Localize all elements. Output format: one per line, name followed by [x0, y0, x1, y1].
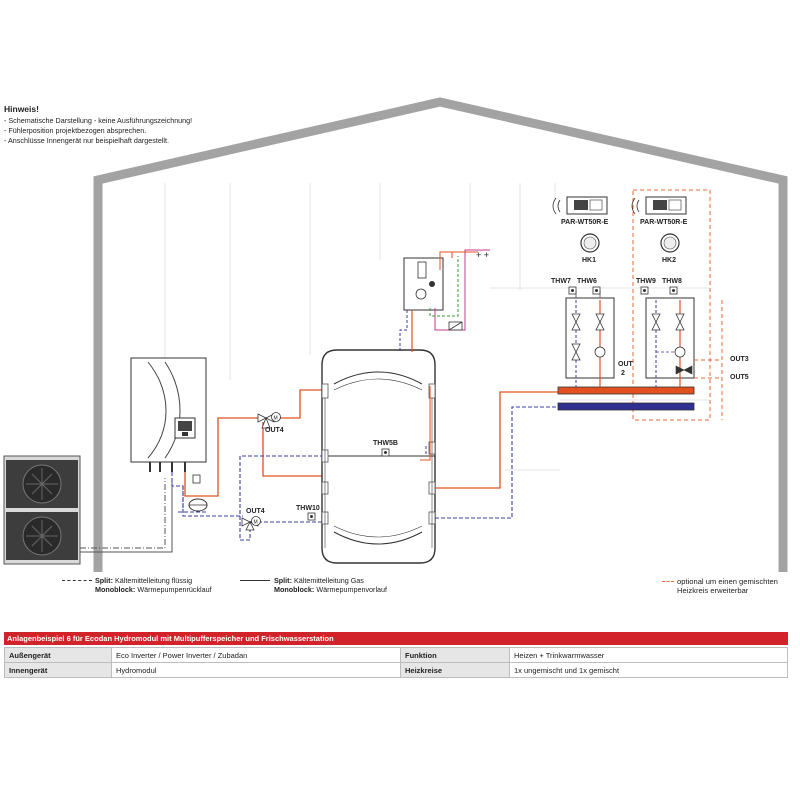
- legend-gas-mono: Monoblock:: [274, 585, 315, 594]
- room-controller-2: [631, 196, 687, 253]
- wiring-grid: [164, 183, 710, 471]
- fresh-water-station: [403, 257, 444, 311]
- out3-line: [694, 359, 722, 379]
- par1-label: PAR-WT50R-E: [561, 219, 609, 226]
- out3-label: OUT3: [730, 356, 749, 363]
- note-line-1: - Schematische Darstellung - keine Ausfü…: [4, 116, 193, 125]
- out4-bottom-label: OUT4: [246, 508, 265, 515]
- legend-gas-text: Split: Kältemittelleitung Gas Monoblock:…: [274, 576, 387, 594]
- table-row: Innengerät Hydromodul Heizkreise 1x unge…: [4, 662, 788, 678]
- thw7-sensor-icon: [568, 286, 577, 295]
- legend-optional-line2: Heizkreis erweiterbar: [677, 586, 749, 595]
- optional-circuit-frame: [632, 189, 711, 421]
- return-manifold: [557, 402, 695, 411]
- legend-optional-line1: optional um einen gemischten: [677, 577, 778, 586]
- hk1-label: HK1: [582, 257, 596, 264]
- fws-mixer-icon: [448, 321, 463, 331]
- legend-liquid-text: Split: Kältemittelleitung flüssig Monobl…: [95, 576, 212, 594]
- heating-circuit-1: [565, 297, 615, 387]
- out2-label-line1: OUT: [618, 361, 634, 368]
- flow-line-branch: [262, 422, 322, 477]
- legend-gas-line: [240, 580, 270, 581]
- fws-hot-line: [434, 249, 490, 331]
- return-line-cap: [178, 486, 208, 513]
- valve-motor-label-top: M: [274, 416, 278, 422]
- row2-key2: Heizkreise: [400, 662, 510, 678]
- row2-key1: Innengerät: [4, 662, 112, 678]
- fws-orange-line: [439, 251, 478, 270]
- fws-terminal-plus: + +: [476, 250, 489, 260]
- expansion-vessel: [188, 474, 208, 512]
- buffer-return-in: [435, 406, 560, 519]
- legend-gas-mono-text: Wärmepumpenvorlauf: [316, 585, 388, 594]
- row2-value1: Hydromodul: [111, 662, 401, 678]
- thw10-label: THW10: [296, 505, 320, 512]
- thw9-label: THW9: [636, 278, 656, 285]
- room-controller-1: [552, 196, 608, 253]
- out4-top-label: OUT4: [265, 427, 284, 434]
- info-table: Außengerät Eco Inverter / Power Inverter…: [4, 647, 788, 678]
- thw6-label: THW6: [577, 278, 597, 285]
- legend-optional-line: [662, 581, 674, 582]
- thw5b-sensor-icon: [381, 448, 390, 457]
- heating-circuit-2: [645, 297, 695, 387]
- row1-value1: Eco Inverter / Power Inverter / Zubadan: [111, 647, 401, 663]
- thw7-label: THW7: [551, 278, 571, 285]
- system-diagram: M OUT4 M OUT4 THW5B THW10: [3, 97, 788, 572]
- legend-optional-text: optional um einen gemischten Heizkreis e…: [677, 577, 778, 595]
- thw10-sensor-icon: [307, 512, 316, 521]
- row1-key2: Funktion: [400, 647, 510, 663]
- outdoor-line-liquid: [80, 478, 166, 549]
- outdoor-unit: [3, 455, 81, 565]
- buffer-tank: [321, 349, 436, 564]
- note-line-3: - Anschlüsse Innengerät nur beispielhaft…: [4, 136, 170, 145]
- valve-out4-top: M: [257, 412, 281, 429]
- notes-title: Hinweis!: [4, 104, 39, 114]
- hk2-label: HK2: [662, 257, 676, 264]
- thw9-sensor-icon: [640, 286, 649, 295]
- row2-value2: 1x ungemischt und 1x gemischt: [509, 662, 788, 678]
- par2-label: PAR-WT50R-E: [640, 219, 688, 226]
- thw5b-label: THW5B: [373, 440, 398, 447]
- valve-motor-label-bottom: M: [254, 520, 258, 526]
- hydromodul-unit: [130, 357, 207, 472]
- row1-key1: Außengerät: [4, 647, 112, 663]
- note-line-2: - Fühlerposition projektbezogen absprech…: [4, 126, 147, 135]
- legend-gas-split: Split:: [274, 576, 292, 585]
- legend-liquid-split: Split:: [95, 576, 113, 585]
- notes-block: Hinweis! - Schematische Darstellung - ke…: [4, 104, 192, 146]
- buffer-top-flow: [420, 386, 431, 461]
- legend-liquid-split-text: Kältemittelleitung flüssig: [114, 576, 193, 585]
- table-row: Außengerät Eco Inverter / Power Inverter…: [4, 647, 788, 663]
- legend: Split: Kältemittelleitung flüssig Monobl…: [0, 575, 800, 605]
- legend-liquid-mono: Monoblock:: [95, 585, 136, 594]
- out2-label-line2: 2: [621, 370, 625, 377]
- flow-manifold: [557, 386, 695, 395]
- fws-primary-return: [399, 310, 408, 352]
- house-outline: [93, 97, 788, 572]
- legend-liquid-mono-text: Wärmepumpenrücklauf: [137, 585, 212, 594]
- flow-line-primary: [184, 389, 322, 497]
- fws-green-line: [429, 256, 459, 317]
- legend-liquid-line: [62, 580, 92, 581]
- thw8-label: THW8: [662, 278, 682, 285]
- info-header: Anlagenbeispiel 6 für Ecodan Hydromodul …: [4, 632, 788, 645]
- valve-out4-bottom: M: [241, 516, 261, 531]
- buffer-flow-out: [435, 391, 560, 489]
- row1-value2: Heizen + Trinkwarmwasser: [509, 647, 788, 663]
- thw8-sensor-icon: [669, 286, 678, 295]
- thw6-sensor-icon: [592, 286, 601, 295]
- legend-gas-split-text: Kältemittelleitung Gas: [293, 576, 364, 585]
- outdoor-line-gas: [80, 478, 173, 553]
- out5-label: OUT5: [730, 374, 749, 381]
